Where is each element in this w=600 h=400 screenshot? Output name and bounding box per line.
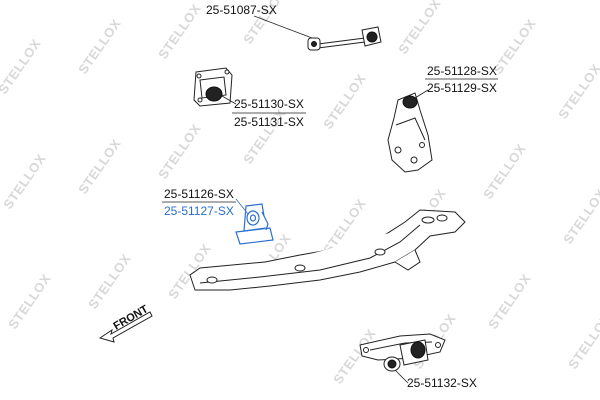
watermark-text: STELLOX (5, 271, 54, 332)
watermark-text: STELLOX (480, 141, 529, 202)
watermark-text: STELLOX (155, 121, 204, 182)
part-25-51130-engine-mount[interactable] (193, 67, 237, 107)
watermark-text: STELLOX (155, 1, 204, 62)
watermark-text: STELLOX (565, 311, 600, 372)
watermark-text: STELLOX (555, 61, 600, 122)
part-25-51128-bracket-mount[interactable] (387, 89, 433, 173)
watermark-text: STELLOX (485, 271, 534, 332)
watermark-text: STELLOX (0, 151, 49, 212)
label-25-51087[interactable]: 25-51087-SX (206, 3, 277, 17)
watermark-text: STELLOX (560, 186, 600, 247)
part-25-51087-torque-rod[interactable] (253, 15, 382, 51)
label-25-51131[interactable]: 25-51131-SX (234, 115, 304, 129)
watermark-text: STELLOX (75, 136, 124, 197)
front-direction-indicator: FRONT (98, 303, 153, 343)
label-25-51127[interactable]: 25-51127-SX (164, 204, 234, 218)
label-25-51130[interactable]: 25-51130-SX (234, 97, 304, 111)
crossmember (189, 209, 466, 291)
watermark-text: STELLOX (85, 251, 134, 312)
part-25-51126-engine-mount-highlighted[interactable] (235, 198, 274, 245)
watermark-text: STELLOX (395, 0, 444, 57)
watermark-layer: STELLOX STELLOX STELLOX STELLOX STELLOX … (0, 0, 600, 387)
label-25-51126[interactable]: 25-51126-SX (164, 187, 234, 201)
watermark-text: STELLOX (320, 71, 369, 132)
label-25-51128[interactable]: 25-51128-SX (427, 64, 497, 78)
label-25-51129[interactable]: 25-51129-SX (427, 81, 497, 95)
watermark-text: STELLOX (490, 16, 539, 77)
label-25-51132[interactable]: 25-51132-SX (407, 376, 477, 390)
watermark-text: STELLOX (75, 16, 124, 77)
part-25-51132-rear-mount[interactable] (359, 333, 446, 384)
watermark-text: STELLOX (0, 36, 44, 97)
